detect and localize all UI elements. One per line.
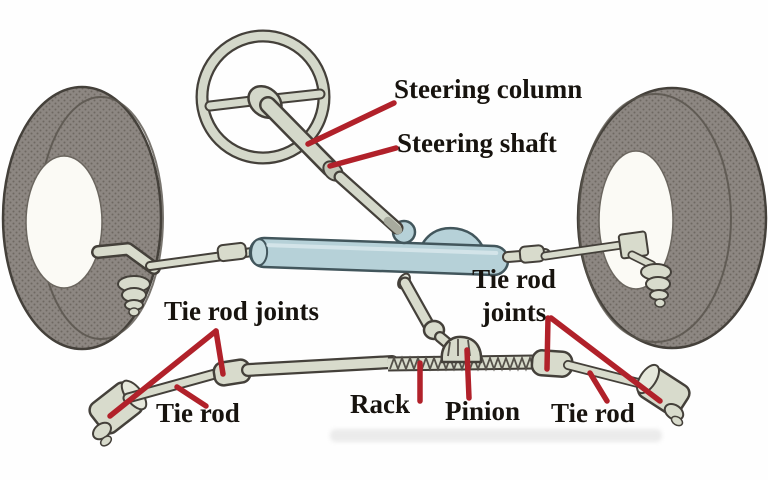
label-steering-shaft: Steering shaft xyxy=(397,128,557,158)
leader-steering-shaft xyxy=(327,145,399,169)
upper-right-tie-rod xyxy=(502,230,672,308)
leader-lines xyxy=(107,100,663,419)
upper-left-knuckle xyxy=(91,242,161,317)
leader-tie-rod-joints-right-outer xyxy=(548,315,663,404)
scan-artifact-band xyxy=(330,429,662,442)
leader-tie-rod-left xyxy=(174,384,209,409)
pinion-shaft xyxy=(397,272,458,353)
label-tie-rod-joints-right: Tie rod joints xyxy=(454,266,574,332)
right-steering-knuckle xyxy=(617,230,657,270)
left-ball-joint-boot xyxy=(117,275,151,317)
right-wheel-hub xyxy=(598,150,674,290)
left-wheel-hub xyxy=(25,155,103,289)
right-wheel xyxy=(576,86,768,350)
leader-steering-column xyxy=(305,100,397,147)
label-steering-column: Steering column xyxy=(394,74,583,104)
label-pinion: Pinion xyxy=(445,396,521,426)
rack-bar xyxy=(241,354,535,377)
lower-left-tie-rod xyxy=(122,358,252,404)
rack-teeth xyxy=(389,355,535,372)
upper-left-tie-rod xyxy=(145,241,257,271)
label-tie-rod-joints-right-line2: joints xyxy=(481,297,547,327)
leader-tie-rod-joints-right-inner xyxy=(544,315,551,372)
leader-tie-rod-right xyxy=(587,370,610,404)
label-rack: Rack xyxy=(350,389,410,419)
label-tie-rod-joints-left: Tie rod joints xyxy=(164,296,320,326)
steering-shaft-part xyxy=(333,170,404,235)
right-ball-joint-boot xyxy=(640,263,672,308)
steering-gear-housing xyxy=(248,226,510,277)
label-tie-rod-right: Tie rod xyxy=(551,398,635,428)
label-tie-rod-left: Tie rod xyxy=(156,398,240,428)
leader-pinion xyxy=(464,347,472,401)
pinion-gear xyxy=(440,335,483,364)
leader-tie-rod-joints-left-outer xyxy=(107,328,219,419)
label-tie-rod-joints-right-line1: Tie rod xyxy=(472,264,556,294)
leader-tie-rod-joints-left-inner xyxy=(213,328,226,377)
lower-right-ball-joint xyxy=(636,363,691,427)
